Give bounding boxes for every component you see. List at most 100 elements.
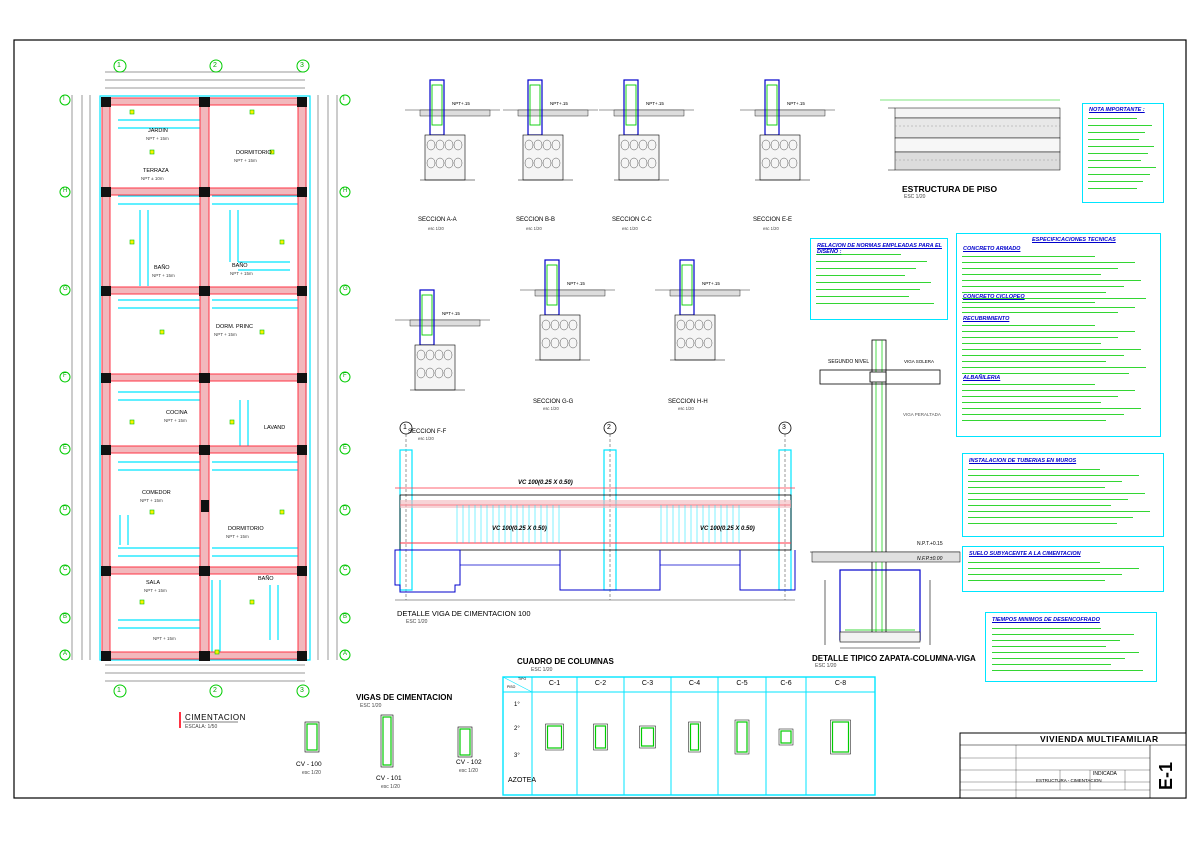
norms-title: RELACION DE NORMAS EMPLEADAS PARA EL DIS… bbox=[817, 243, 942, 255]
note-line bbox=[1088, 167, 1156, 168]
room-name: LAVAND bbox=[264, 425, 286, 431]
plan-axis-right-A: A bbox=[343, 651, 348, 657]
title-block-sheet: E-1 bbox=[1156, 761, 1176, 790]
note-line bbox=[1088, 118, 1137, 119]
note-line bbox=[992, 646, 1106, 647]
note-line bbox=[962, 390, 1135, 391]
sheet-border bbox=[13, 39, 1187, 799]
zapata-scale: ESC 1/20 bbox=[815, 663, 837, 669]
section-npt: NPT+.15 bbox=[452, 101, 470, 106]
floor-label: 2° bbox=[514, 726, 520, 732]
plan-axis-left-I: I bbox=[63, 96, 65, 102]
zapata-viga-peraltada: VIGA PERALTADA bbox=[903, 412, 941, 417]
note-line bbox=[992, 652, 1139, 653]
note-line bbox=[1088, 174, 1150, 175]
formwork-title: TIEMPOS MINIMOS DE DESENCOFRADO bbox=[992, 617, 1100, 623]
title-block bbox=[959, 732, 1187, 799]
plan-axis-right-I: I bbox=[343, 96, 345, 102]
cv-100-label: CV - 100 bbox=[296, 761, 322, 768]
note-line bbox=[968, 511, 1151, 512]
note-line bbox=[962, 414, 1124, 415]
plan-axis-left-H: H bbox=[63, 188, 68, 194]
room-level: NPT + 15m bbox=[153, 636, 176, 641]
room-level: NPT + 15m bbox=[234, 158, 257, 163]
note-line bbox=[962, 343, 1101, 344]
cv-102-scale: esc 1/20 bbox=[459, 768, 478, 774]
room-name: BAÑO bbox=[232, 263, 248, 269]
room-level: NPT + 15m bbox=[146, 136, 169, 141]
note-line bbox=[816, 268, 917, 269]
note-line bbox=[962, 367, 1147, 368]
plan-axis-left-F: F bbox=[63, 373, 67, 379]
beam-detail-title: DETALLE VIGA DE CIMENTACION 100 bbox=[397, 609, 531, 618]
note-line bbox=[962, 302, 1095, 303]
title-block-drawing: ESTRUCTURA - CIMENTACION bbox=[1036, 778, 1102, 783]
note-line bbox=[968, 499, 1128, 500]
column-type-header: C-6 bbox=[780, 680, 792, 687]
section-title: SECCION F-F bbox=[408, 429, 447, 435]
note-line bbox=[962, 256, 1095, 257]
specs-concreto-armado: CONCRETO ARMADO bbox=[963, 246, 1021, 252]
note-line bbox=[968, 481, 1123, 482]
zapata-nfp: N.F.P.±0.00 bbox=[917, 556, 943, 562]
room-level: NPT ± 10m bbox=[141, 176, 164, 181]
note-line bbox=[962, 274, 1101, 275]
section-npt: NPT+.15 bbox=[550, 101, 568, 106]
note-line bbox=[1088, 132, 1146, 133]
section-scale: esc 1/20 bbox=[622, 226, 638, 231]
note-line bbox=[962, 286, 1124, 287]
zapata-viga-solera: VIGA SOLERA bbox=[904, 359, 935, 364]
plan-axis-right-E: E bbox=[343, 445, 348, 451]
note-line bbox=[968, 475, 1140, 476]
note-line bbox=[816, 303, 935, 304]
plan-axis-right-B: B bbox=[343, 614, 348, 620]
floor-label: AZOTEA bbox=[508, 777, 537, 784]
foundation-plan bbox=[59, 59, 351, 728]
column-type-header: C-1 bbox=[548, 680, 561, 687]
plan-axis-top-3: 3 bbox=[300, 62, 304, 69]
note-line bbox=[968, 562, 1100, 563]
room-name: BAÑO bbox=[154, 265, 170, 271]
zapata-second-level: SEGUNDO NIVEL bbox=[828, 359, 870, 365]
note-line bbox=[992, 670, 1144, 671]
column-type-header: C-8 bbox=[834, 680, 847, 687]
section-npt: NPT+.15 bbox=[442, 311, 460, 316]
title-block-scale: INDICADA bbox=[1093, 771, 1117, 777]
plan-axis-right-D: D bbox=[343, 506, 348, 512]
note-line bbox=[816, 275, 906, 276]
note-line bbox=[962, 268, 1118, 269]
floor-label: 1° bbox=[514, 702, 520, 708]
room-name: TERRAZA bbox=[143, 168, 169, 174]
note-line bbox=[992, 658, 1125, 659]
beam-axis-2: 2 bbox=[607, 424, 611, 431]
note-line bbox=[816, 289, 920, 290]
room-level: NPT + 15m bbox=[226, 534, 249, 539]
floor-structure-scale: ESC 1/20 bbox=[904, 194, 926, 200]
note-line bbox=[1088, 125, 1152, 126]
room-name: DORM. PRINC bbox=[216, 324, 253, 330]
title-block-project: VIVIENDA MULTIFAMILIAR bbox=[1040, 734, 1159, 744]
beam-label-right: VC 100(0.25 X 0.50) bbox=[700, 526, 755, 532]
section-scale: esc 1/20 bbox=[418, 436, 434, 441]
plan-axis-right-H: H bbox=[343, 188, 348, 194]
note-line bbox=[1088, 153, 1148, 154]
specs-title: ESPECIFICACIONES TECNICAS bbox=[1032, 237, 1116, 243]
columns-table-scale: ESC 1/20 bbox=[531, 667, 553, 673]
columns-table-corner-top: TIPO bbox=[518, 677, 527, 681]
plan-axis-left-D: D bbox=[63, 506, 68, 512]
floor-label: 3° bbox=[514, 753, 520, 759]
note-line bbox=[992, 664, 1111, 665]
section-scale: esc 1/20 bbox=[526, 226, 542, 231]
plan-axis-left-B: B bbox=[63, 614, 68, 620]
note-line bbox=[962, 355, 1124, 356]
room-level: NPT + 15m bbox=[230, 271, 253, 276]
note-line bbox=[962, 349, 1141, 350]
section-title: SECCION C-C bbox=[612, 217, 652, 223]
columns-table-corner-bottom: PISO bbox=[507, 685, 516, 689]
note-line bbox=[968, 568, 1140, 569]
soil-title: SUELO SUBYACENTE A LA CIMENTACION bbox=[969, 551, 1081, 557]
section-npt: NPT+.15 bbox=[567, 281, 585, 286]
plan-axis-bottom-2: 2 bbox=[213, 687, 217, 694]
plan-axis-bottom-3: 3 bbox=[300, 687, 304, 694]
